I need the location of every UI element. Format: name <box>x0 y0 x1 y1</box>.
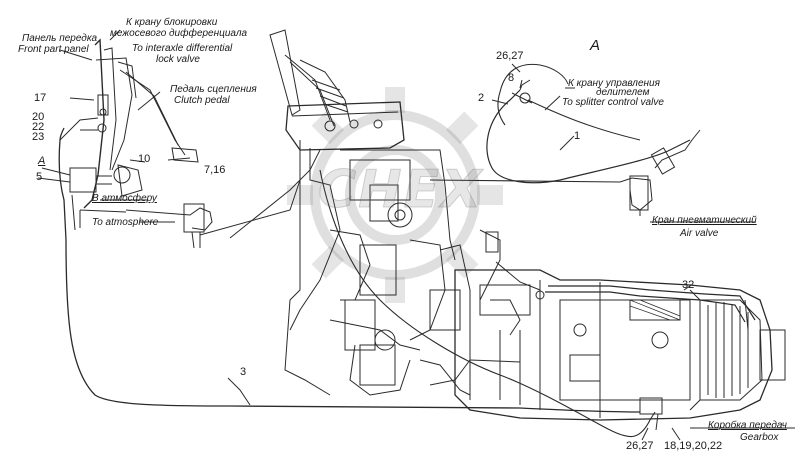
part-number-2: 2 <box>478 92 485 104</box>
part-number-23: 23 <box>32 131 45 143</box>
interaxle-ru-label-2: межосевого дифференциала <box>110 28 248 39</box>
front-panel-en-label: Front part panel <box>18 44 89 55</box>
front-panel-ru-label: Панель передка <box>22 33 98 44</box>
part-number-8: 8 <box>508 72 515 84</box>
atmosphere-en-label: To atmosphere <box>92 217 159 228</box>
clutch-pedal-ru-label: Педаль сцепления <box>170 84 257 95</box>
gearbox-en-label: Gearbox <box>740 432 779 443</box>
part-number-20: 20 <box>32 111 45 123</box>
splitter-en-label: To splitter control valve <box>562 97 664 108</box>
part-number-17: 17 <box>34 92 47 104</box>
splitter-ru-label-1: К крану управления <box>568 78 660 89</box>
gearbox-ru-label: Коробка передач <box>708 420 787 431</box>
view-a-label: A <box>590 37 601 54</box>
part-number-1: 1 <box>574 130 581 142</box>
atmosphere-ru-label: В атмосферу <box>92 193 157 204</box>
splitter-ru-label-2: делителем <box>596 87 650 98</box>
part-number-3: 3 <box>240 366 247 378</box>
interaxle-en-label-2: lock valve <box>156 54 200 65</box>
clutch-pedal-en-label: Clutch pedal <box>174 95 230 106</box>
part-number-22: 22 <box>32 121 45 133</box>
air-valve-ru-label: Кран пневматический <box>652 215 757 226</box>
part-number-5: 5 <box>36 171 43 183</box>
air-valve-en-label: Air valve <box>680 228 719 239</box>
part-number-7-16: 7,16 <box>204 164 226 176</box>
watermark-text: CHEX <box>317 160 484 221</box>
part-number-32: 32 <box>682 279 695 291</box>
interaxle-ru-label-1: К крану блокировки <box>126 17 218 28</box>
part-number-26-27-bottom: 26,27 <box>626 440 654 452</box>
part-number-18-22: 18,19,20,22 <box>664 440 723 452</box>
part-number-26-27-top: 26,27 <box>496 50 524 62</box>
part-label-a: A <box>38 155 46 167</box>
interaxle-en-label-1: To interaxle differential <box>132 43 233 54</box>
part-number-10: 10 <box>138 153 151 165</box>
